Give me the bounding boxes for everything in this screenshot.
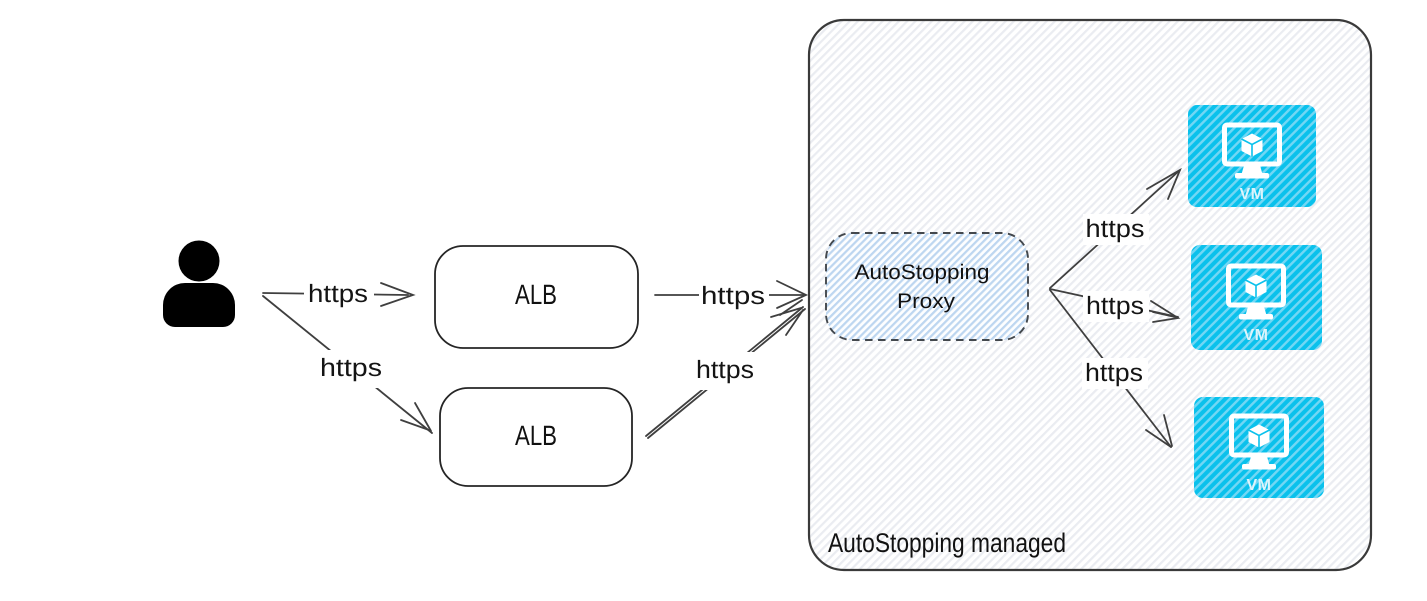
svg-text:VM: VM [1247,477,1272,494]
svg-text:ALB: ALB [515,420,557,451]
svg-text:https: https [320,354,382,382]
svg-text:https: https [1086,292,1144,320]
svg-text:Proxy: Proxy [897,290,956,313]
svg-text:https: https [696,356,754,384]
svg-text:https: https [701,282,765,310]
svg-text:VM: VM [1244,327,1269,344]
svg-text:AutoStopping: AutoStopping [855,261,990,284]
svg-text:https: https [1086,215,1145,243]
svg-text:https: https [308,280,368,308]
svg-text:ALB: ALB [515,279,557,310]
svg-text:AutoStopping managed: AutoStopping managed [828,528,1066,558]
svg-text:https: https [1085,359,1143,387]
svg-text:VM: VM [1240,186,1265,203]
